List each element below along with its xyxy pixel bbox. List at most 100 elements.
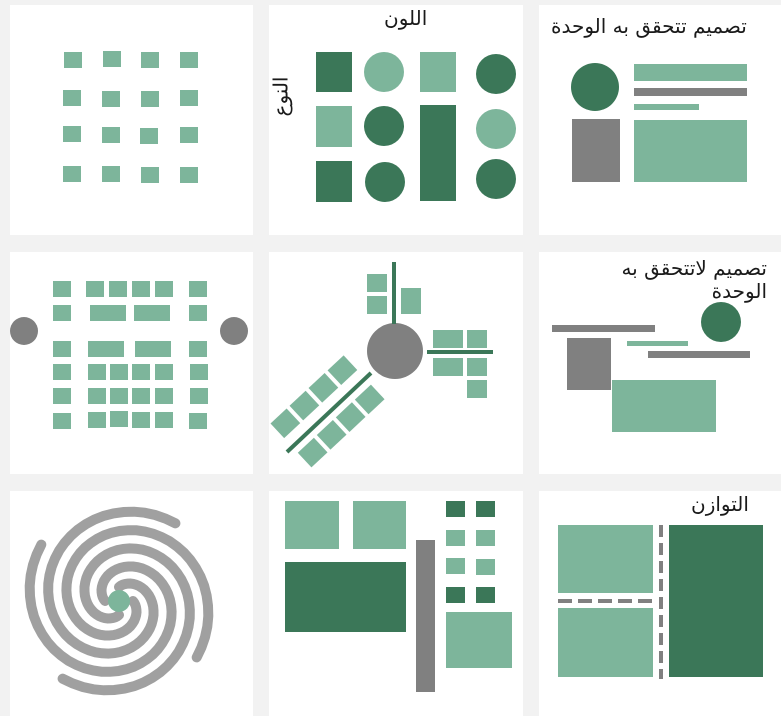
light-square (446, 530, 465, 546)
seat (110, 364, 128, 380)
spiral-arm (61, 525, 214, 663)
spiral-arm (24, 539, 177, 677)
grid-square (180, 167, 198, 183)
gray-rect (567, 338, 611, 390)
light-block (612, 380, 716, 432)
dark-block (285, 562, 406, 632)
light-block (353, 501, 406, 549)
dark-circle (364, 106, 404, 146)
light-square (476, 559, 495, 575)
seat (53, 281, 71, 297)
green-square (335, 402, 366, 432)
spoke-line (427, 350, 493, 354)
panel-radial (269, 252, 523, 474)
seat (135, 341, 171, 357)
light-line (627, 341, 688, 346)
panel-no-unity: تصميم لاتتحقق به الوحدة (539, 252, 781, 474)
grid-square (102, 127, 120, 143)
seat (132, 364, 150, 380)
grid-square (180, 52, 198, 68)
grid-square (102, 166, 120, 182)
green-square (316, 420, 347, 450)
light-square (420, 52, 456, 92)
seat (189, 341, 207, 357)
panel-proportion (269, 491, 523, 716)
green-square (467, 330, 487, 348)
gray-hub (367, 323, 423, 379)
panel-title-unity: تصميم تتحقق به الوحدة (551, 14, 747, 38)
panel-balance: التوازن (539, 491, 781, 716)
seat (189, 305, 207, 321)
dark-square (316, 161, 352, 202)
light-square (476, 530, 495, 546)
seat (88, 364, 106, 380)
light-square (316, 106, 352, 147)
light-circle (476, 109, 516, 149)
green-square (467, 358, 487, 376)
light-block (285, 501, 339, 549)
seat (189, 281, 207, 297)
dark-square (316, 52, 352, 92)
seat (155, 281, 173, 297)
symmetric-layout-figure (10, 281, 248, 429)
seat (88, 388, 106, 404)
light-circle (364, 52, 404, 92)
dark-square (446, 587, 465, 603)
dark-circle (476, 159, 516, 199)
panel-title-balance: التوازن (691, 492, 749, 516)
unity-figure (571, 63, 747, 182)
spoke-line (392, 262, 396, 324)
dark-circle (701, 302, 741, 342)
seat (88, 412, 106, 428)
spoke-line (285, 371, 373, 454)
seat (53, 388, 71, 404)
seat (53, 305, 71, 321)
seat (132, 388, 150, 404)
panel-color-type: اللون النوع (269, 5, 523, 235)
panel-symmetric-layout (10, 252, 253, 474)
seat (132, 281, 150, 297)
seat (132, 412, 150, 428)
seat (110, 388, 128, 404)
green-square (327, 355, 358, 385)
green-square (270, 408, 301, 439)
dark-block (669, 525, 763, 677)
seat (189, 413, 207, 429)
seat (86, 281, 104, 297)
light-block (446, 612, 512, 668)
seat (53, 364, 71, 380)
grid-squares-figure (63, 51, 198, 183)
seat (190, 364, 208, 380)
light-bar (634, 64, 747, 81)
spiral-figure (24, 506, 214, 696)
green-square (467, 380, 487, 398)
panel-grid-repetition (10, 5, 253, 235)
panel-unity: تصميم تتحقق به الوحدة (539, 5, 781, 235)
grid-square (141, 52, 159, 68)
grid-square (63, 126, 81, 142)
grid-square (180, 90, 198, 106)
balance-figure (558, 525, 763, 679)
light-square (446, 558, 465, 574)
green-square (354, 384, 385, 415)
color-type-figure (316, 52, 516, 202)
grid-square (140, 128, 158, 144)
seat (53, 413, 71, 429)
seat (155, 412, 173, 428)
seat (90, 305, 126, 321)
grid-square (64, 52, 82, 68)
light-block (558, 525, 653, 593)
seat (134, 305, 170, 321)
green-square (401, 288, 421, 314)
grid-square (63, 90, 81, 106)
green-square (367, 296, 387, 314)
dark-circle (365, 162, 405, 202)
gray-line (634, 88, 747, 96)
gray-dot-left (10, 317, 38, 345)
grid-square (180, 127, 198, 143)
spiral-arm (57, 543, 195, 696)
dark-circle (571, 63, 619, 111)
seat (190, 388, 208, 404)
panel-spiral (10, 491, 253, 716)
light-line (634, 104, 699, 110)
